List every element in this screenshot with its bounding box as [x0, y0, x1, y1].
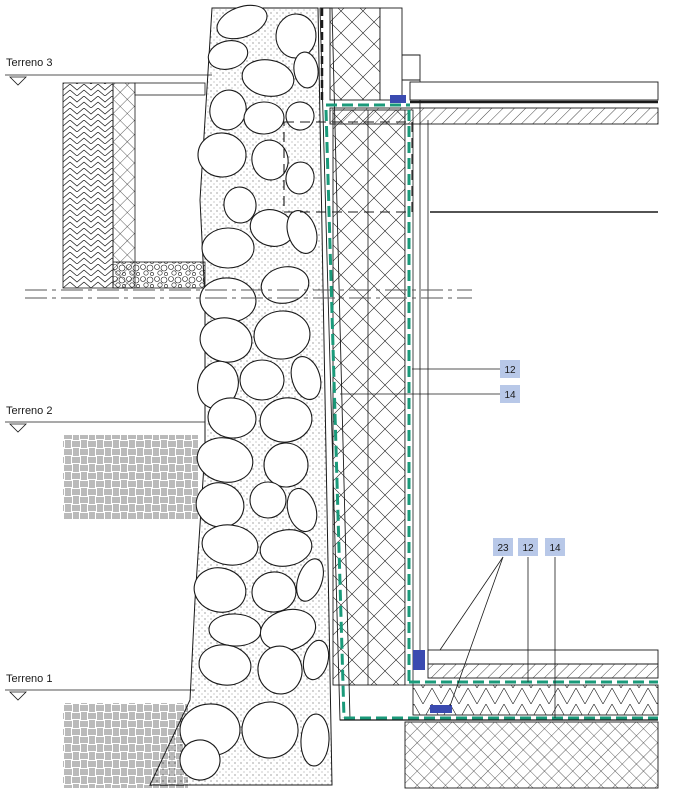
rubble-stone	[259, 397, 313, 443]
rubble-stone	[300, 713, 330, 767]
wall-insulation-layer	[319, 7, 429, 721]
upper-floor-slab	[283, 81, 659, 213]
ground-level-terrain-3: Terreno 3	[5, 57, 212, 86]
rubble-stone	[216, 4, 268, 40]
rubble-stone	[195, 482, 245, 528]
rubble-stone	[207, 40, 249, 70]
rubble-stone	[201, 227, 255, 269]
callout-label: 14	[549, 543, 561, 554]
rubble-stone	[286, 210, 318, 254]
rubble-stone	[253, 310, 311, 360]
rubble-stone	[251, 571, 297, 613]
stone-wall	[149, 4, 333, 786]
rubble-stone	[223, 186, 257, 224]
ground-level-terrain-1: Terreno 1	[5, 673, 195, 701]
rubble-stone	[241, 701, 299, 759]
callout-wall-14: 14	[500, 385, 520, 403]
callout-leaders	[340, 368, 556, 718]
rubble-stone	[197, 132, 247, 178]
callout-floor-14: 14	[545, 538, 565, 556]
callout-label: 23	[497, 543, 509, 554]
callout-wall-12: 12	[500, 360, 520, 378]
rubble-stone	[196, 437, 254, 483]
rubble-stone	[293, 51, 319, 89]
rubble-stone	[249, 481, 287, 519]
callout-label: 12	[504, 365, 516, 376]
terrain-3-label: Terreno 3	[6, 57, 52, 69]
rubble-stone	[275, 13, 317, 59]
rubble-stone	[263, 442, 309, 488]
rubble-stone	[241, 59, 295, 97]
terrain-1-label: Terreno 1	[6, 673, 52, 685]
lower-floor-slab	[340, 95, 659, 789]
callout-label: 12	[522, 543, 534, 554]
rubble-stone	[286, 487, 318, 533]
rubble-stone	[259, 529, 313, 567]
rubble-stone	[251, 139, 289, 181]
terrain-3-soil	[62, 82, 206, 289]
callout-floor-23: 23	[493, 538, 513, 556]
rubble-stone	[193, 567, 247, 613]
rubble-stone	[198, 644, 252, 686]
callout-label: 14	[504, 390, 516, 401]
waterproof-membrane	[324, 103, 658, 720]
callout-floor-12: 12	[518, 538, 538, 556]
rubble-stone	[207, 397, 257, 439]
section-break-line	[25, 289, 472, 299]
rubble-stone	[290, 356, 322, 400]
rubble-stone	[285, 101, 315, 131]
rubble-stone	[302, 639, 330, 681]
ground-level-terrain-2: Terreno 2	[5, 405, 205, 433]
rubble-stone	[259, 608, 317, 652]
rubble-stone	[243, 101, 285, 135]
rubble-stone	[239, 359, 285, 401]
rubble-stone	[257, 645, 303, 695]
rubble-stone	[296, 558, 324, 602]
rubble-stone	[179, 739, 221, 781]
rubble-stone	[201, 524, 259, 566]
upper-wall	[320, 7, 421, 101]
rubble-stone	[285, 161, 315, 195]
terrain-2-label: Terreno 2	[6, 405, 52, 417]
terrain-2-soil	[63, 435, 198, 519]
